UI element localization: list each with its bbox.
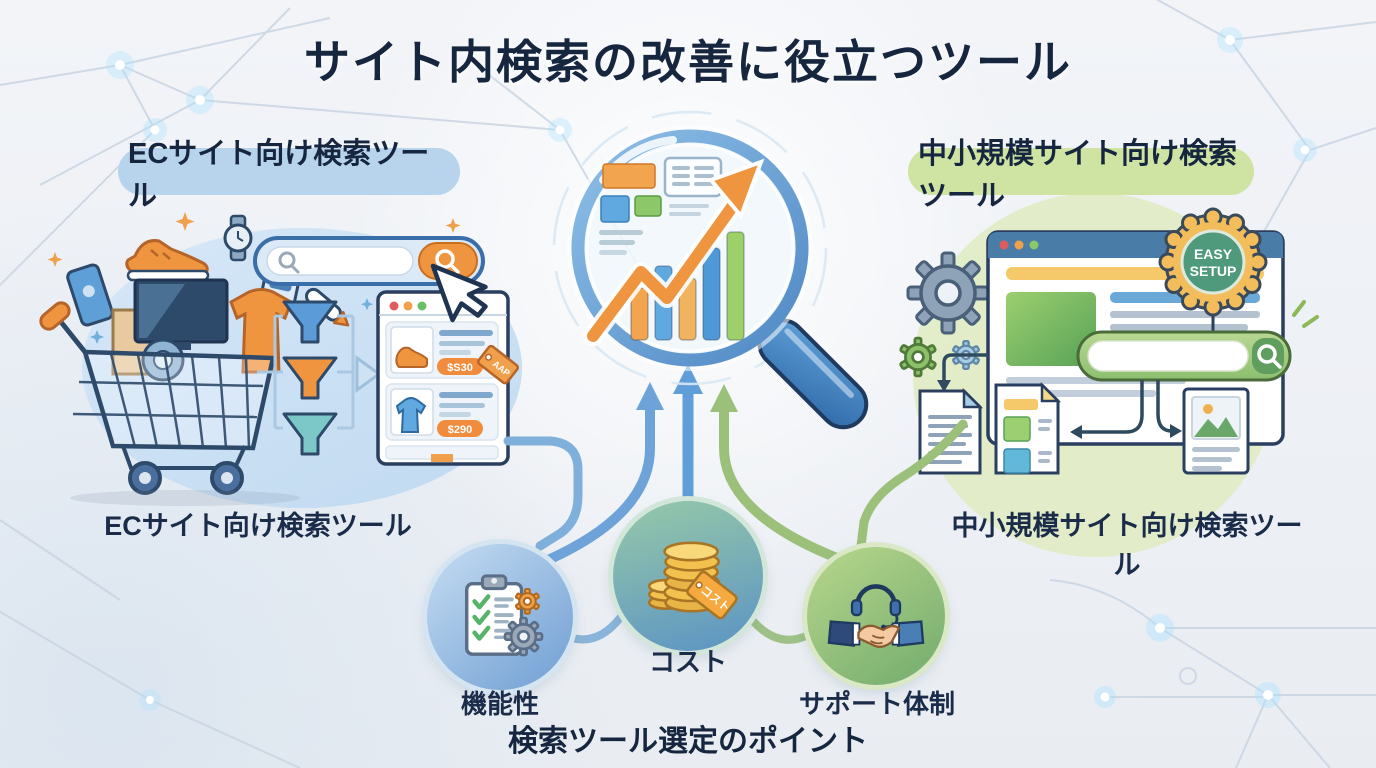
coins-icon: コスト [647,541,738,620]
circuit-node-icon [106,27,1317,711]
price-label: $290 [448,424,472,436]
page-title: サイト内検索の改善に役立つツール [304,36,1072,88]
sparkle-icon [47,212,461,267]
checkmark-icon [472,594,491,641]
sparkle-icon [90,298,374,344]
cost-tag-icon: コスト [686,570,738,620]
up-arrow-icon [636,382,664,410]
arrow-right-icon [1170,424,1182,438]
left-badge-label: ECサイト向け検索ツール [128,137,430,212]
right-badge-label: 中小規模サイト向け検索ツール [918,137,1238,212]
setup-badge-line2: SETUP [1190,263,1237,279]
funnel-icon [282,300,338,456]
point-label-cost: コスト [648,647,727,677]
search-bar-icon [253,236,485,286]
gear-icon [503,616,544,657]
arrow-left-icon [1070,425,1082,439]
point-label-functionality: 機能性 [460,689,539,719]
smartphone-icon [66,263,114,327]
gear-icon [952,339,980,371]
magnifier-chart-icon [552,110,869,430]
doc-flow-lines [942,353,1173,434]
product-window-icon: $S30 AAP $290 [376,290,520,466]
product-card: $S30 AAP [385,321,520,385]
point-label-support: サポート体制 [798,689,955,719]
up-arrow-shaft [543,399,655,565]
product-card: $290 [385,383,499,441]
flow-arrow-icon [355,355,382,393]
handshake-headset-icon [827,584,925,648]
search-button-icon [435,249,460,274]
up-arrow-icon [710,384,738,412]
right-section-caption: 中小規模サイト向け検索ツール [951,511,1303,580]
left-connector-line [503,436,583,551]
cursor-icon [430,263,488,323]
gear-icon [906,251,990,335]
search-glass-icon [1257,344,1282,369]
price-label: $S30 [447,362,473,374]
sneaker-thumb-icon [395,346,428,368]
up-arrow-shaft [719,401,847,565]
right-section-badge: 中小規模サイト向け検索ツール [908,138,1254,212]
green-search-bar-icon [1076,300,1319,382]
setup-badge-line1: EASY [1194,246,1233,262]
arrow-down-icon [937,380,951,392]
funnel-bracket [257,314,355,430]
selection-points-caption: 検索ツール選定のポイント [508,725,868,758]
layout-document-icon [994,381,1062,475]
point-circle-support [807,547,945,685]
right-connector-line [856,419,968,551]
small-site-illustration: EASY SETUP [899,193,1319,557]
image-document-icon [1182,387,1250,475]
handshake-icon [827,620,925,648]
easy-setup-badge: EASY SETUP [1158,207,1268,332]
left-section-badge: ECサイト向け検索ツール [118,138,460,212]
search-glass-icon [278,251,300,274]
clipboard-check-icon [464,574,544,657]
ec-site-illustration: $S30 AAP $290 [39,212,522,508]
point-circle-cost: コスト [613,501,763,651]
watch-icon [223,214,253,262]
sparkle-tick-icon [1292,300,1319,328]
price-tag-icon: AAP [477,344,520,385]
gear-icon [899,336,937,378]
circle-link-line [750,618,814,644]
gear-icon [514,587,540,615]
sneaker-icon [125,239,210,282]
trend-arrow-icon [583,158,765,346]
tshirt-thumb-icon [395,397,427,433]
up-arrow-icon [673,364,703,394]
point-circle-functionality [427,544,573,690]
left-section-caption: ECサイト向け検索ツール [104,511,412,541]
monitor-icon [133,278,229,350]
circle-link-line [562,614,624,644]
